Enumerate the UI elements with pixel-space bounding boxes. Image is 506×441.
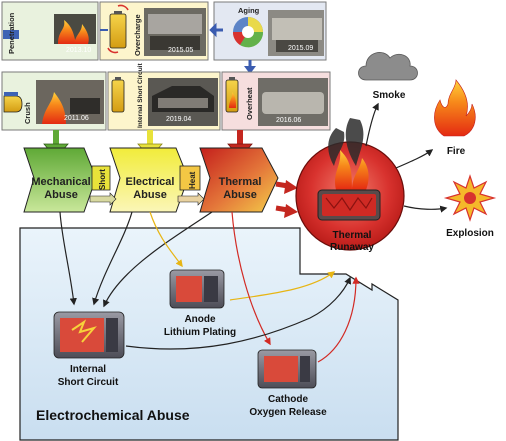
- anode-to-runaway-arrow: [229, 271, 336, 301]
- mechanical-abuse-box: [23, 147, 97, 213]
- burning-cell: [317, 189, 381, 221]
- therm-to-short-arrow: [103, 211, 213, 308]
- photo-label: Crush: [23, 102, 32, 124]
- photo-date: 2015.05: [168, 47, 193, 54]
- explosion-icon: [443, 174, 497, 222]
- svg-text:Short: Short: [98, 169, 107, 190]
- photo-card-overheat: 2016.06: [221, 71, 331, 131]
- photo-card-penetration: 2013.10: [1, 1, 99, 61]
- heat-connector: Heat: [177, 165, 205, 206]
- flame: [335, 150, 369, 190]
- photo-date: 2016.06: [276, 117, 301, 124]
- smoke-cloud-icon: [358, 52, 418, 81]
- photo-date: 2015.09: [288, 45, 313, 52]
- photo-card-internal-short-circuit: 2019.04: [107, 71, 221, 131]
- svg-text:Abuse: Abuse: [133, 189, 167, 201]
- thermal-abuse-box: [199, 147, 279, 213]
- photo-label: Aging: [238, 6, 260, 15]
- short-connector: Short: [89, 165, 117, 206]
- smoke-plume: [328, 118, 364, 166]
- svg-text:Internal: Internal: [70, 364, 106, 375]
- fire-label: Fire: [447, 146, 466, 157]
- svg-text:Heat: Heat: [188, 171, 197, 189]
- cathode-to-runaway-arrow: [317, 276, 360, 363]
- svg-text:Thermal: Thermal: [333, 230, 372, 241]
- fire-icon: [434, 79, 476, 137]
- svg-text:Short Circuit: Short Circuit: [58, 377, 119, 388]
- photo-label: Penetration: [7, 12, 16, 54]
- svg-text:Mechanical: Mechanical: [31, 176, 90, 188]
- svg-text:Cathode: Cathode: [268, 394, 308, 405]
- mech-to-short-arrow: [59, 211, 77, 306]
- svg-text:Electrical: Electrical: [126, 176, 175, 188]
- elec-to-anode-arrow: [149, 211, 183, 268]
- photo-date: 2013.10: [66, 47, 91, 54]
- electrochemical-title: Electrochemical Abuse: [36, 407, 190, 423]
- photo-label: Overcharge: [133, 14, 142, 56]
- internal-short-cell: [53, 311, 125, 359]
- to-explosion-arrow: [403, 205, 448, 213]
- photo-date: 2011.06: [64, 115, 89, 122]
- svg-text:Runaway: Runaway: [330, 242, 374, 253]
- svg-text:Lithium Plating: Lithium Plating: [164, 327, 236, 338]
- short-to-runaway-arrow: [125, 276, 352, 350]
- photo-date: 2019.04: [166, 116, 191, 123]
- therm-to-cathode-arrow: [231, 211, 271, 346]
- anode-cell: [169, 269, 225, 309]
- to-fire-arrow: [395, 149, 434, 169]
- photo-card-crush: 2011.06: [1, 71, 107, 131]
- to-smoke-arrow: [365, 102, 379, 147]
- svg-text:Oxygen Release: Oxygen Release: [249, 407, 327, 418]
- svg-text:Anode: Anode: [184, 314, 216, 325]
- electrical-abuse-box: [109, 147, 189, 213]
- svg-text:Abuse: Abuse: [223, 189, 257, 201]
- photo-label: Overheat: [245, 87, 254, 120]
- explosion-label: Explosion: [446, 228, 494, 239]
- svg-text:Thermal: Thermal: [219, 176, 262, 188]
- cathode-cell: [257, 349, 317, 389]
- photo-card-overcharge: 2015.05: [99, 1, 209, 61]
- photo-card-aging: Aging 2015.09: [213, 1, 327, 61]
- svg-text:Abuse: Abuse: [44, 189, 78, 201]
- smoke-label: Smoke: [373, 90, 406, 101]
- photo-label-line: Internal Short Circuit: [137, 63, 144, 128]
- elec-to-short-arrow: [92, 211, 133, 306]
